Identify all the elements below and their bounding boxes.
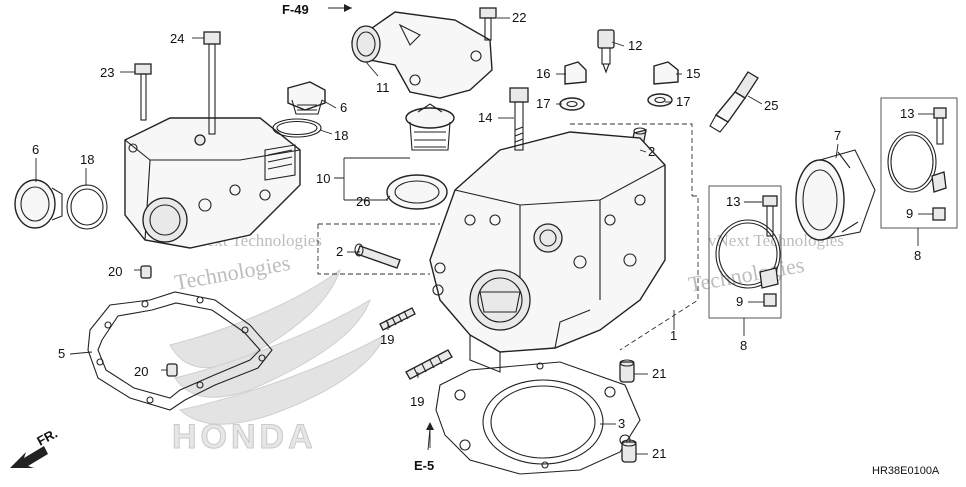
callout-23: 23 bbox=[100, 65, 114, 80]
callout-22: 22 bbox=[512, 10, 526, 25]
callout-10: 10 bbox=[316, 171, 330, 186]
callout-11: 11 bbox=[376, 80, 390, 95]
cylinder-head bbox=[429, 131, 666, 373]
item-1-bracket bbox=[317, 123, 699, 351]
dowel-lower bbox=[166, 363, 178, 377]
diagram-code: HR38E0100A bbox=[872, 465, 940, 477]
valve-guide-left bbox=[354, 243, 401, 269]
head-cover-gasket bbox=[87, 291, 273, 411]
dowel-21-lower bbox=[621, 439, 637, 463]
honda-wing-logo: HONDA bbox=[169, 268, 386, 457]
callout-20-upper: 20 bbox=[108, 264, 122, 279]
honda-brand-text: HONDA bbox=[172, 418, 317, 456]
callout-6-left: 6 bbox=[32, 142, 39, 157]
thermostat-cover bbox=[350, 11, 493, 99]
callout-2-right: 2 bbox=[648, 144, 655, 159]
dowel-21-upper bbox=[619, 359, 635, 383]
callout-5: 5 bbox=[58, 346, 65, 361]
callout-26: 26 bbox=[356, 194, 370, 209]
band-right bbox=[887, 131, 947, 193]
intake-insulator bbox=[795, 149, 876, 241]
ref-front: FR. bbox=[34, 426, 60, 449]
callout-12: 12 bbox=[628, 38, 642, 53]
ref-e5: E-5 bbox=[414, 458, 434, 473]
callout-21-lower: 21 bbox=[652, 446, 666, 461]
cylinder-head-gasket bbox=[435, 361, 641, 475]
ref-arrow-f49 bbox=[330, 4, 352, 12]
band-nut-9-right bbox=[932, 207, 946, 221]
washer-17-right bbox=[647, 93, 673, 107]
filler-cap-upper bbox=[287, 81, 326, 115]
band-nut-9-center bbox=[763, 293, 777, 307]
watermark-4: Technologies bbox=[687, 252, 807, 297]
ref-f49: F-49 bbox=[282, 2, 309, 17]
cylinder-head-cover bbox=[124, 117, 301, 249]
stud-bolt-upper bbox=[379, 307, 416, 331]
callout-2-left: 2 bbox=[336, 244, 343, 259]
callout-9-center: 9 bbox=[736, 294, 743, 309]
washer-17-left bbox=[559, 97, 585, 111]
band-kit-box-center bbox=[708, 185, 782, 319]
callout-25: 25 bbox=[764, 98, 778, 113]
watermark-2: Technologies bbox=[173, 250, 293, 295]
callout-19-upper: 19 bbox=[380, 332, 394, 347]
band-bolt-13-center bbox=[762, 195, 778, 237]
spark-plug bbox=[709, 71, 759, 133]
bolt-24 bbox=[203, 31, 221, 135]
callout-18-left: 18 bbox=[80, 152, 94, 167]
band-bolt-13-right bbox=[933, 107, 947, 145]
callout-8-right: 8 bbox=[914, 248, 921, 263]
dowel-upper bbox=[140, 265, 152, 279]
callout-20-lower: 20 bbox=[134, 364, 148, 379]
callout-24: 24 bbox=[170, 31, 184, 46]
ref-arrow-e5 bbox=[426, 422, 434, 448]
callout-7: 7 bbox=[834, 128, 841, 143]
leader-lines bbox=[35, 7, 934, 455]
filler-cap-left bbox=[14, 179, 63, 229]
callout-17-left: 17 bbox=[536, 96, 550, 111]
callout-21-upper: 21 bbox=[652, 366, 666, 381]
bolt-22 bbox=[479, 7, 497, 41]
cap-nut-15 bbox=[653, 61, 679, 85]
callout-13-center: 13 bbox=[726, 194, 740, 209]
callout-6-upper: 6 bbox=[340, 100, 347, 115]
stud-bolt-lower bbox=[405, 349, 453, 380]
callout-17-right: 17 bbox=[676, 94, 690, 109]
front-arrow-icon bbox=[10, 446, 48, 468]
callout-13-right: 13 bbox=[900, 106, 914, 121]
callout-16: 16 bbox=[536, 66, 550, 81]
temperature-sensor bbox=[597, 29, 615, 74]
o-ring-left bbox=[66, 184, 108, 230]
callout-14: 14 bbox=[478, 110, 492, 125]
callout-19-lower: 19 bbox=[410, 394, 424, 409]
callout-9-right: 9 bbox=[906, 206, 913, 221]
callout-3: 3 bbox=[618, 416, 625, 431]
band-kit-box-right bbox=[880, 97, 958, 229]
labels: F-49 E-5 FR. HR38E0100A 1 2 2 3 5 6 6 7 … bbox=[32, 2, 940, 477]
o-ring-upper bbox=[272, 118, 322, 138]
callout-15: 15 bbox=[686, 66, 700, 81]
callout-18-upper: 18 bbox=[334, 128, 348, 143]
bolt-23 bbox=[134, 63, 152, 121]
callout-1: 1 bbox=[670, 328, 677, 343]
thermostat-seal bbox=[386, 174, 448, 210]
band-center bbox=[715, 219, 781, 289]
callout-8-center: 8 bbox=[740, 338, 747, 353]
cap-nut-16 bbox=[564, 61, 587, 85]
thermostat bbox=[405, 103, 455, 151]
bolt-14 bbox=[509, 87, 529, 151]
